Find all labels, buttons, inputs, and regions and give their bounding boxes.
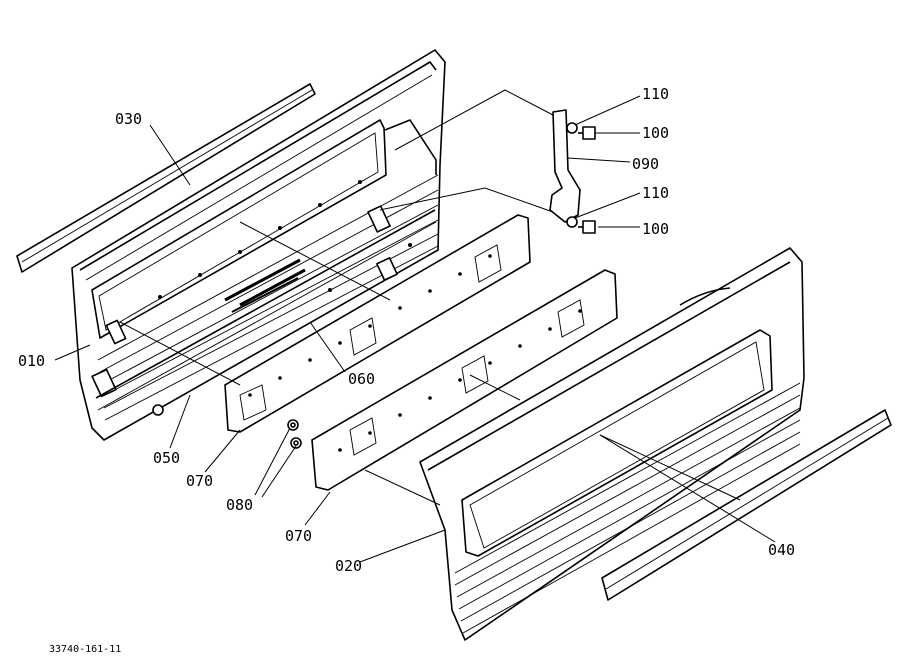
part-090-hinge-bracket xyxy=(549,109,581,223)
callout-050: 050 xyxy=(153,449,180,467)
callout-010: 010 xyxy=(18,352,45,370)
callout-110-upper: 110 xyxy=(642,85,669,103)
part-100-bolt-upper xyxy=(578,126,596,140)
callout-110-lower: 110 xyxy=(642,184,669,202)
part-080-nuts xyxy=(287,419,302,449)
callout-030: 030 xyxy=(115,110,142,128)
callout-040: 040 xyxy=(768,541,795,559)
drawing-number: 33740-161-11 xyxy=(49,644,121,655)
callout-100-upper: 100 xyxy=(642,124,669,142)
part-020-outer-skin xyxy=(419,247,805,641)
panel-060-holes xyxy=(248,254,492,397)
part-070-lower-panel xyxy=(311,269,618,491)
assembly-lines xyxy=(119,89,741,506)
part-100-bolt-lower xyxy=(578,220,596,234)
callout-090: 090 xyxy=(632,155,659,173)
panel-070-perforation-pattern xyxy=(349,299,585,456)
callout-080: 080 xyxy=(226,496,253,514)
callout-labels: 030 010 050 060 070 080 070 020 040 090 … xyxy=(18,85,795,575)
callout-020: 020 xyxy=(335,557,362,575)
part-110-washer-lower xyxy=(566,216,578,228)
callout-leaders xyxy=(54,95,776,563)
callout-060: 060 xyxy=(348,370,375,388)
part-110-washer-upper xyxy=(566,122,578,134)
callout-100-lower: 100 xyxy=(642,220,669,238)
callout-070-upper: 070 xyxy=(186,472,213,490)
part-030-upper-moulding xyxy=(16,83,316,273)
panel-060-perforation-pattern xyxy=(239,244,502,421)
callout-070-lower: 070 xyxy=(285,527,312,545)
part-060-upper-panel xyxy=(224,214,531,433)
panel-070-holes xyxy=(338,309,582,452)
part-050-lower-rail xyxy=(95,209,437,416)
part-040-lower-moulding xyxy=(601,409,892,601)
